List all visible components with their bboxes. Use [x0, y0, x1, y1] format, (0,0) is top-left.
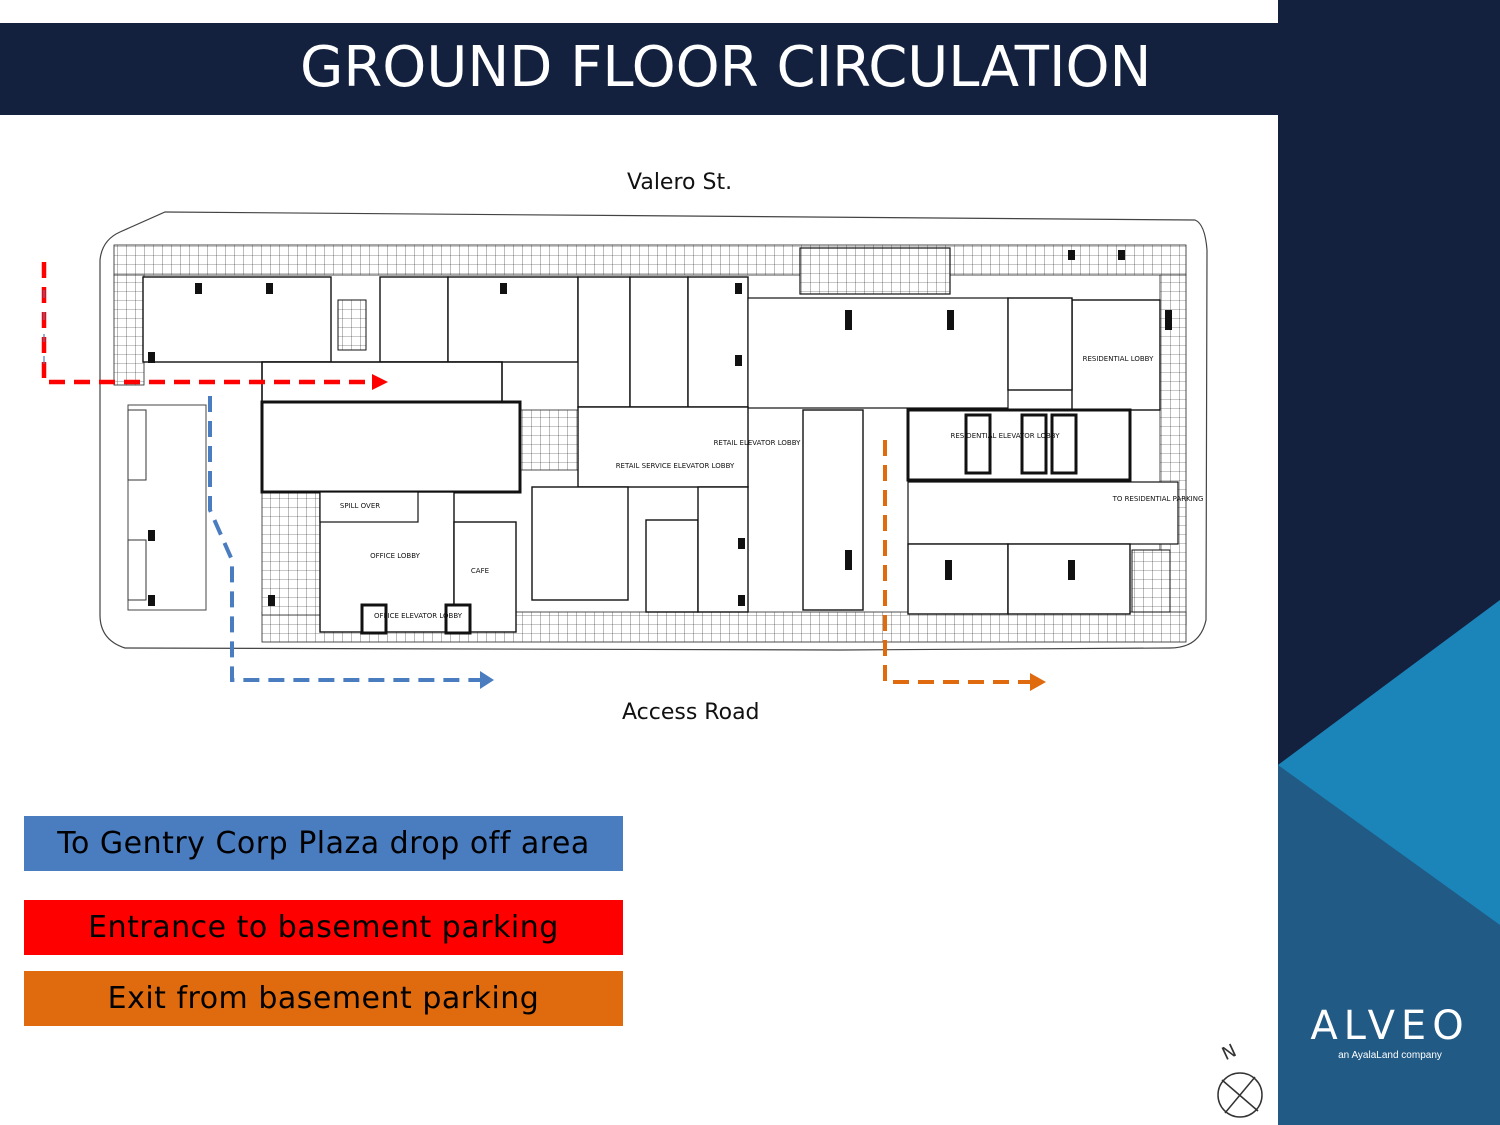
brand-logo: ALVEO an AyalaLand company	[1300, 1003, 1480, 1063]
elevator	[964, 413, 992, 475]
legend-label: To Gentry Corp Plaza drop off area	[57, 826, 590, 861]
unit	[447, 276, 579, 363]
retail-elevator-lobby-label: RETAIL ELEVATOR LOBBY	[714, 439, 802, 447]
stair	[337, 299, 367, 351]
parking-slot	[127, 539, 147, 601]
paving-plaza	[261, 484, 321, 616]
legend-item-entrance: Entrance to basement parking	[24, 900, 623, 955]
unit	[379, 276, 449, 363]
unit	[531, 486, 629, 601]
unit	[645, 519, 699, 613]
legend-item-exit: Exit from basement parking	[24, 971, 623, 1026]
brand-name: ALVEO	[1310, 1003, 1470, 1049]
title-bar	[0, 23, 1280, 115]
paving-north	[113, 244, 1187, 276]
legend-label: Entrance to basement parking	[88, 910, 559, 945]
page-title: GROUND FLOOR CIRCULATION	[300, 35, 1152, 100]
paving-west	[113, 274, 145, 386]
street-label-south: Access Road	[622, 700, 760, 725]
unit	[629, 276, 689, 408]
site-boundary	[99, 211, 1208, 651]
retail-service-elevator-lobby-label: RETAIL SERVICE ELEVATOR LOBBY	[616, 462, 735, 470]
elevator	[360, 603, 388, 635]
brand-tagline: an AyalaLand company	[1338, 1050, 1442, 1061]
compass-label: N	[1219, 1040, 1240, 1065]
side-decoration-panel	[1278, 0, 1500, 1125]
elevator	[1050, 413, 1078, 475]
drive-lane	[127, 404, 207, 611]
stair	[1131, 549, 1171, 613]
residential-lobby-label: RESIDENTIAL LOBBY	[1083, 355, 1154, 363]
office-lobby-label: OFFICE LOBBY	[370, 552, 421, 560]
floor-plan: RESIDENTIAL LOBBY RESIDENTIAL ELEVATOR L…	[41, 211, 1208, 691]
unit	[802, 409, 864, 611]
route-entrance-basement	[41, 262, 388, 390]
residential-core	[906, 408, 1132, 482]
unit	[907, 543, 1009, 615]
elevator	[444, 603, 472, 635]
unit	[577, 276, 631, 408]
spill-over-label: SPILL OVER	[340, 502, 380, 510]
unit	[1007, 297, 1073, 391]
residential-elevator-lobby-label: RESIDENTIAL ELEVATOR LOBBY	[951, 432, 1061, 440]
route-exit-basement	[883, 440, 1046, 691]
escalator	[799, 247, 951, 295]
parking-slot	[127, 409, 147, 481]
legend-item-drop-off: To Gentry Corp Plaza drop off area	[24, 816, 623, 871]
unit	[142, 276, 332, 363]
residential-ramp	[907, 481, 1179, 545]
route-drop-off	[208, 396, 494, 689]
street-label-north: Valero St.	[627, 170, 733, 195]
legend-label: Exit from basement parking	[107, 981, 540, 1016]
to-residential-parking-label: TO RESIDENTIAL PARKING	[1112, 495, 1204, 503]
unit	[747, 297, 1009, 409]
retail-core	[577, 406, 749, 488]
unit	[697, 486, 749, 613]
elevator	[1020, 413, 1048, 475]
north-arrow-icon: N	[1217, 1040, 1263, 1118]
office-block	[260, 400, 522, 494]
office-elevator-lobby-label: OFFICE ELEVATOR LOBBY	[374, 612, 463, 620]
cafe-label: CAFE	[471, 567, 489, 575]
spill-over-room	[319, 491, 419, 523]
unit	[687, 276, 749, 408]
